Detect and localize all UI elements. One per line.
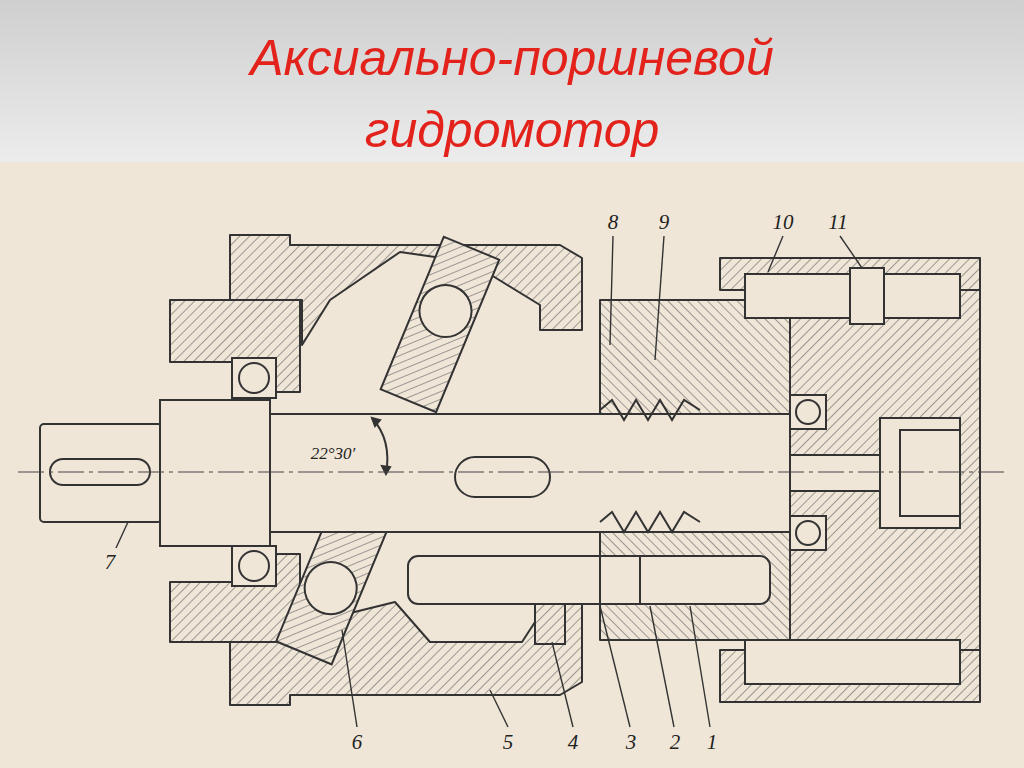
callout-number: 5 [501, 731, 516, 754]
callout-number: 11 [826, 211, 849, 234]
callout-number: 3 [624, 731, 639, 754]
callout-number: 4 [566, 731, 581, 754]
angle-dimension: 22°30′ [309, 444, 358, 463]
callout-number: 2 [668, 731, 683, 754]
callout-number: 10 [771, 211, 796, 234]
callout-number: 1 [705, 731, 720, 754]
slide-title: Аксиально-поршневой гидромотор [162, 22, 862, 166]
callout-number: 8 [606, 211, 621, 234]
callout-number: 7 [103, 551, 118, 574]
callout-number: 9 [657, 211, 672, 234]
callout-number: 6 [350, 731, 365, 754]
